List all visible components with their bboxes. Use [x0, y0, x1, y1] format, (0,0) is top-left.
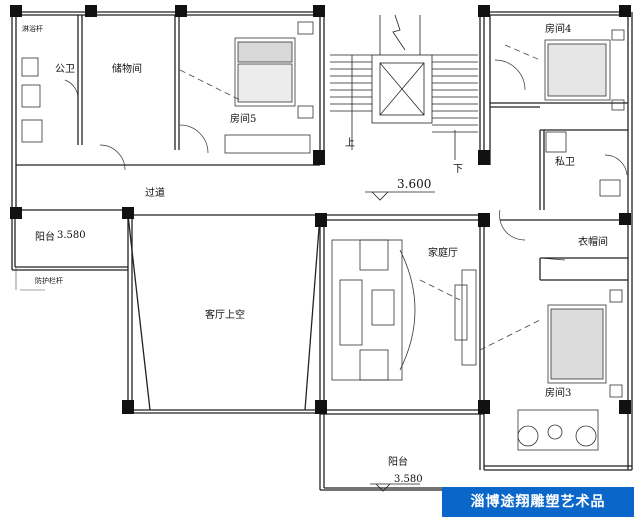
direction-dashes [179, 44, 541, 351]
doors [64, 59, 628, 261]
room3-label: 房间3 [545, 386, 571, 399]
private-wc-label: 私卫 [555, 156, 575, 168]
elevation-markers [365, 191, 435, 492]
railings [15, 268, 45, 291]
balcony-left-elevation: 3.580 [57, 230, 86, 241]
public-wc-label: 公卫 [55, 64, 75, 75]
outer-walls [11, 11, 633, 491]
watermark-banner: 淄博途翔雕塑艺术品 [442, 487, 634, 517]
closet-label: 衣帽间 [578, 235, 608, 248]
shower-label: 淋浴杆 [22, 24, 43, 33]
balcony-bottom-elevation: 3.580 [394, 474, 423, 485]
balcony-bottom-label: 阳台 [388, 455, 408, 468]
stairs-and-elevator [330, 14, 478, 160]
columns [10, 5, 631, 414]
living-void-label: 客厅上空 [205, 308, 245, 321]
room5-label: 房间5 [230, 112, 256, 125]
balcony-left-label: 阳台 [35, 230, 55, 243]
railing-label: 防护栏杆 [35, 276, 63, 285]
corridor-label: 过道 [145, 186, 165, 199]
floor-elevation: 3.600 [397, 177, 431, 191]
furniture [21, 21, 625, 451]
stairs-down-label: 下 [453, 164, 463, 175]
storage-label: 储物间 [112, 62, 142, 75]
family-hall-label: 家庭厅 [428, 246, 458, 259]
room4-label: 房间4 [545, 22, 571, 35]
stairs-up-label: 上 [345, 137, 355, 149]
room-labels: 淋浴杆 公卫 储物间 房间5 房间4 私卫 过道 阳台 3.580 防护栏杆 客… [22, 22, 608, 485]
